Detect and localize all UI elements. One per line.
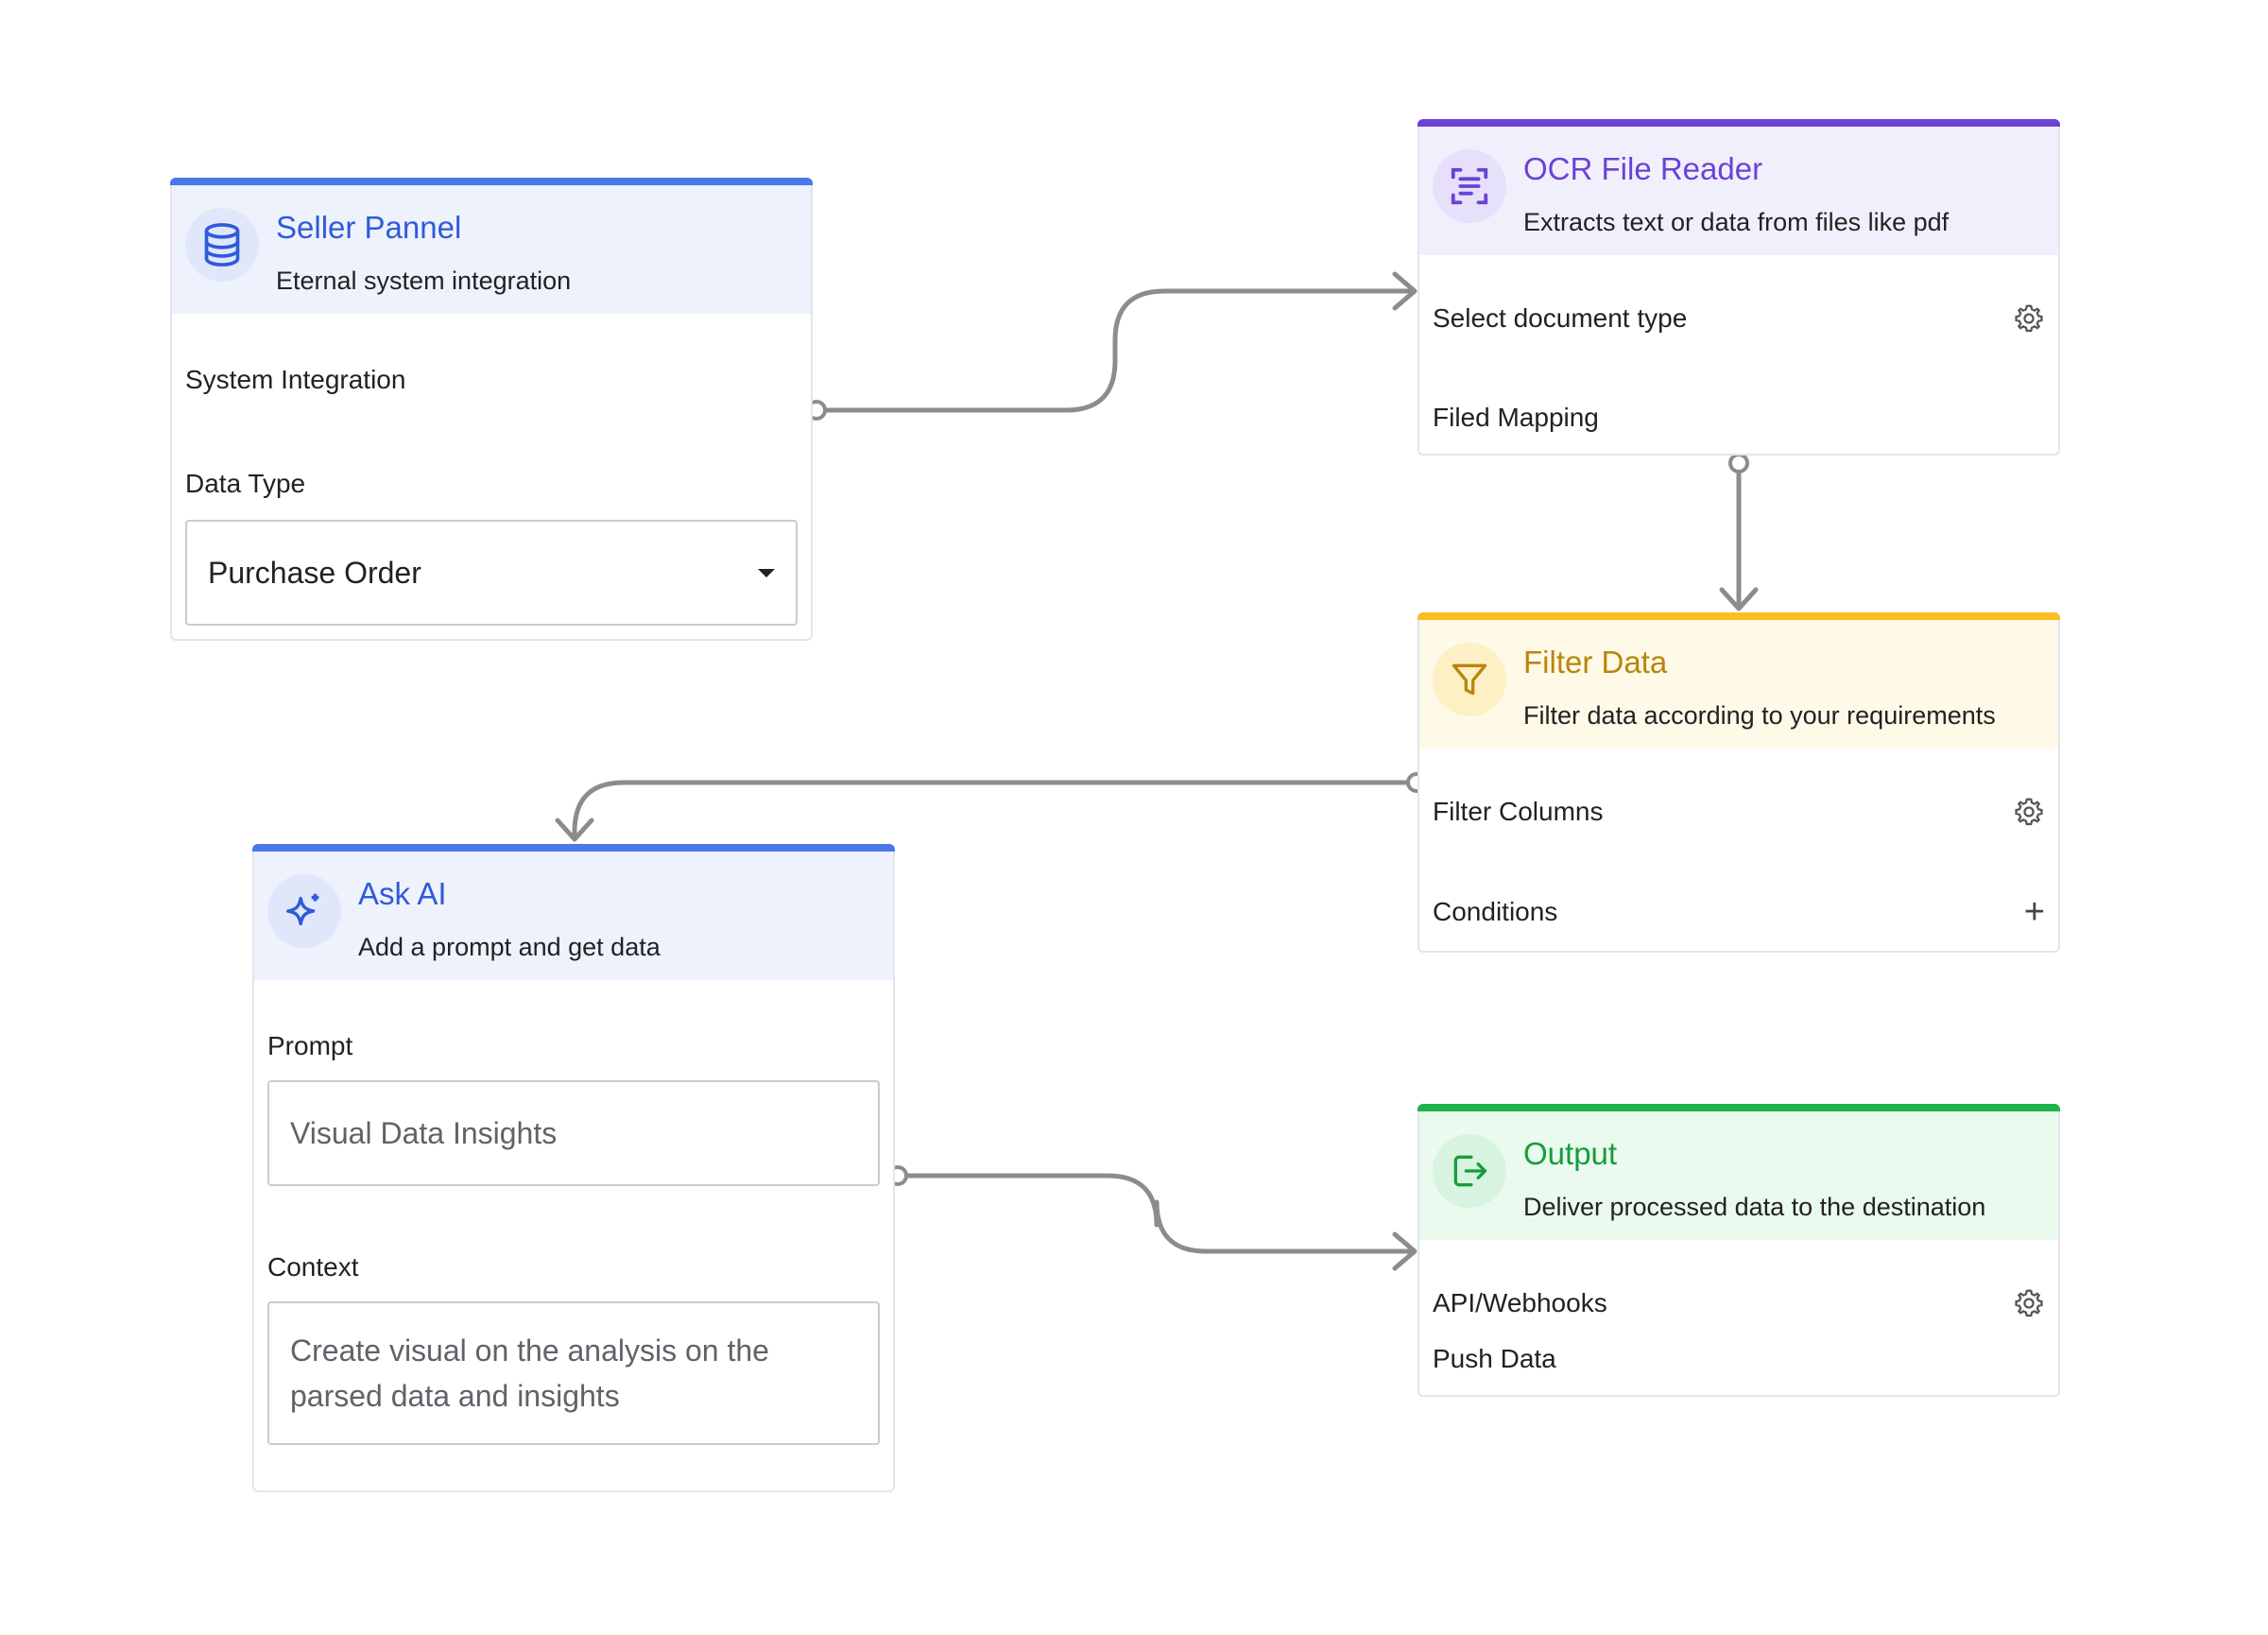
node-accent-bar: [170, 178, 813, 185]
node-header: Output Deliver processed data to the des…: [1419, 1111, 2058, 1240]
push-data-label: Push Data: [1433, 1344, 1556, 1373]
node-ask-ai[interactable]: Ask AI Add a prompt and get data Prompt …: [252, 844, 895, 1492]
node-accent-bar: [1418, 612, 2060, 620]
node-accent-bar: [1418, 1104, 2060, 1111]
funnel-icon: [1433, 643, 1506, 716]
node-output[interactable]: Output Deliver processed data to the des…: [1418, 1104, 2060, 1397]
node-accent-bar: [1418, 119, 2060, 127]
export-icon: [1433, 1134, 1506, 1208]
node-title: Filter Data: [1523, 645, 1668, 680]
data-type-select[interactable]: Purchase Order: [185, 520, 798, 626]
node-header: Ask AI Add a prompt and get data: [254, 852, 893, 980]
context-label: Context: [267, 1252, 359, 1282]
conditions-label: Conditions: [1433, 897, 1558, 926]
arrowhead-filter: [1719, 587, 1759, 611]
gear-icon[interactable]: [2013, 302, 2045, 335]
arrowhead-askai: [555, 818, 594, 842]
system-integration-label: System Integration: [185, 365, 406, 394]
prompt-label: Prompt: [267, 1031, 353, 1060]
database-icon: [185, 208, 259, 282]
node-filter-data[interactable]: Filter Data Filter data according to you…: [1418, 612, 2060, 953]
port-ocr-out[interactable]: [1728, 453, 1749, 473]
sparkle-icon: [267, 874, 341, 948]
gear-icon[interactable]: [2013, 1287, 2045, 1319]
node-subtitle: Add a prompt and get data: [358, 933, 661, 961]
node-ocr-file-reader[interactable]: OCR File Reader Extracts text or data fr…: [1418, 119, 2060, 456]
connector-askai-to-output[interactable]: [895, 1173, 1416, 1254]
node-subtitle: Eternal system integration: [276, 267, 572, 295]
filter-columns-label: Filter Columns: [1433, 797, 1604, 826]
arrowhead-output: [1392, 1231, 1418, 1271]
data-type-value: Purchase Order: [208, 555, 421, 590]
data-type-label: Data Type: [185, 469, 306, 498]
gear-icon[interactable]: [2013, 796, 2045, 828]
node-title: Seller Pannel: [276, 210, 462, 245]
node-subtitle: Deliver processed data to the destinatio…: [1523, 1193, 1986, 1221]
node-header: Seller Pannel Eternal system integration: [172, 185, 811, 314]
document-scan-icon: [1433, 149, 1506, 223]
api-webhooks-label: API/Webhooks: [1433, 1288, 1607, 1317]
node-header: Filter Data Filter data according to you…: [1419, 620, 2058, 749]
add-condition-button[interactable]: +: [2023, 892, 2045, 932]
node-title: Ask AI: [358, 876, 447, 911]
arrowhead-ocr: [1392, 271, 1418, 311]
node-header: OCR File Reader Extracts text or data fr…: [1419, 127, 2058, 255]
field-mapping-label: Filed Mapping: [1433, 403, 1599, 432]
node-title: OCR File Reader: [1523, 151, 1763, 186]
node-subtitle: Extracts text or data from files like pd…: [1523, 208, 1950, 236]
prompt-input[interactable]: Visual Data Insights: [267, 1080, 880, 1186]
node-title: Output: [1523, 1136, 1618, 1171]
select-document-type-label: Select document type: [1433, 303, 1688, 333]
connector-seller-to-ocr[interactable]: [814, 288, 1416, 413]
caret-down-icon: [758, 568, 775, 577]
node-subtitle: Filter data according to your requiremen…: [1523, 701, 1996, 730]
node-seller-pannel[interactable]: Seller Pannel Eternal system integration…: [170, 178, 813, 641]
connector-filter-to-askai[interactable]: [572, 780, 1418, 842]
node-accent-bar: [252, 844, 895, 852]
context-input[interactable]: Create visual on the analysis on the par…: [267, 1301, 880, 1445]
